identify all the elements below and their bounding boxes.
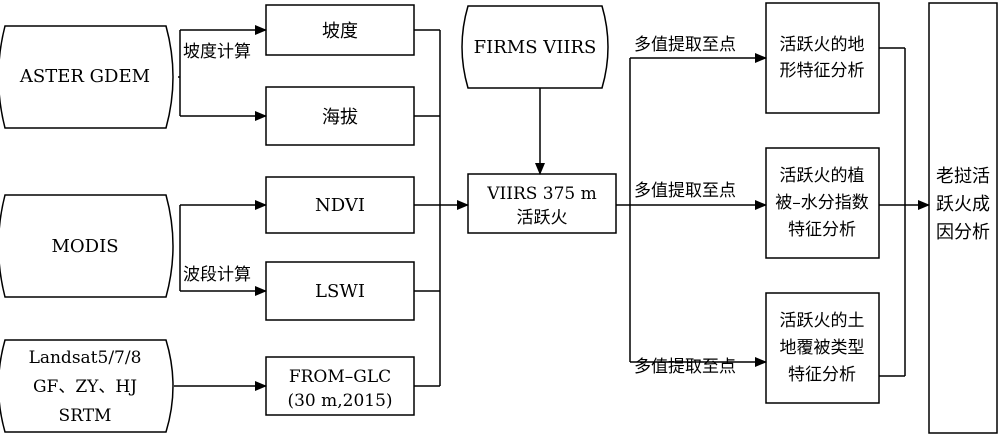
landcover-analysis-box — [765, 292, 880, 404]
veg-water-analysis-line-2: 被–水分指数 — [775, 193, 869, 213]
aster-gdem-label: ASTER GDEM — [19, 66, 150, 87]
extract-label-1: 多值提取至点 — [634, 35, 736, 55]
viirs-active-fire-line-1: VIIRS 375 m — [486, 184, 597, 204]
viirs-active-fire-box — [467, 173, 617, 234]
lswi-box — [265, 261, 415, 321]
terrain-analysis-line-2: 形特征分析 — [780, 61, 865, 81]
landcover-analysis-line-1: 活跃火的土 — [780, 311, 865, 331]
terrain-analysis-box — [765, 2, 880, 114]
veg-water-analysis-line-1: 活跃火的植 — [780, 166, 865, 186]
landcover-analysis-line-3: 特征分析 — [788, 365, 856, 385]
lswi-label: LSWI — [315, 281, 365, 302]
landsat-label-line-1: Landsat5/7/8 — [29, 348, 142, 368]
extract-label-3: 多值提取至点 — [634, 357, 736, 377]
final-analysis-line-1: 老挝活 — [936, 166, 990, 187]
firms-viirs-label: FIRMS VIIRS — [474, 37, 597, 58]
landcover-analysis-line-2: 地覆被类型 — [780, 338, 865, 358]
veg-water-analysis-line-3: 特征分析 — [788, 220, 856, 240]
final-analysis-line-2: 跃火成 — [936, 194, 990, 215]
altitude-label: 海拔 — [322, 107, 358, 128]
landsat-source — [0, 339, 174, 433]
slope-calc-label: 坡度计算 — [183, 42, 251, 62]
extract-label-2: 多值提取至点 — [634, 181, 736, 201]
from-glc-label-line-1: FROM–GLC — [289, 367, 391, 387]
viirs-active-fire-line-2: 活跃火 — [517, 208, 568, 228]
final-analysis-line-3: 因分析 — [936, 222, 990, 243]
landsat-label-line-2: GF、ZY、HJ — [33, 377, 137, 397]
landsat-label-line-3: SRTM — [59, 406, 112, 426]
band-calc-label: 波段计算 — [183, 265, 251, 285]
modis-source — [0, 194, 174, 298]
slope-box — [265, 4, 415, 56]
slope-label: 坡度 — [322, 21, 358, 42]
ndvi-label: NDVI — [315, 195, 365, 216]
final-analysis-box — [928, 2, 998, 434]
from-glc-label-line-2: (30 m,2015) — [287, 391, 392, 411]
modis-label: MODIS — [51, 236, 118, 257]
aster-gdem-source — [0, 25, 174, 129]
firms-viirs-source — [461, 5, 609, 89]
terrain-analysis-line-1: 活跃火的地 — [780, 35, 865, 55]
